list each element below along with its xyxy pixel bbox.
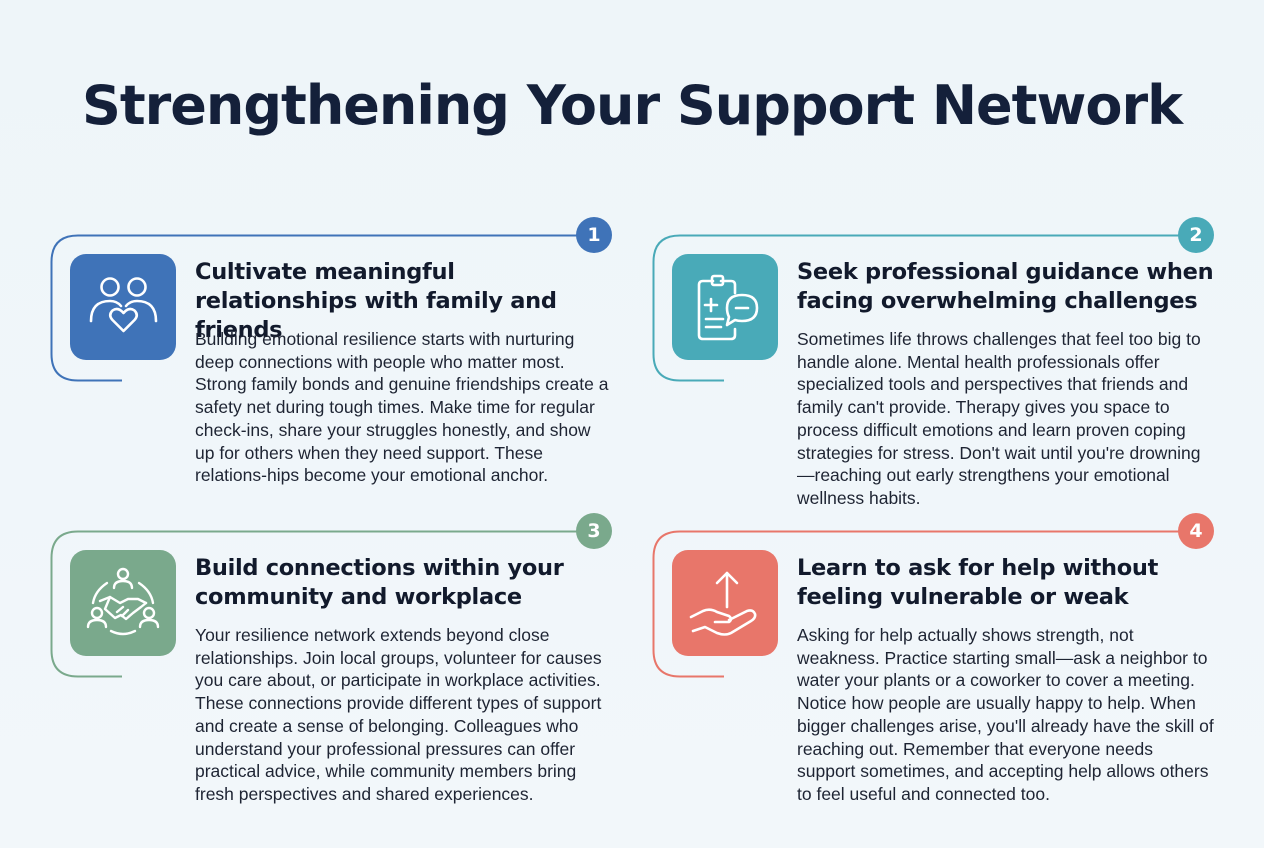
card-bracket	[652, 530, 1180, 678]
icon-tile	[672, 254, 778, 360]
card-3: 3 Build connections within your communit…	[50, 513, 620, 810]
card-body: Asking for help actually shows strength,…	[797, 625, 1214, 804]
card-1: 1 Cultivate meaningful relationships wit…	[50, 217, 620, 514]
page-title: Strengthening Your Support Network	[81, 74, 1183, 137]
people-heart-icon	[89, 277, 158, 333]
card-bracket	[652, 234, 1180, 382]
card-bracket	[50, 530, 578, 678]
card-heading: Build connections within your community …	[195, 555, 564, 610]
step-number-badge: 1	[576, 217, 612, 253]
card-2: 2 Seek professional guidance when facing…	[652, 217, 1222, 514]
card-bracket	[50, 234, 578, 382]
icon-tile	[672, 550, 778, 656]
step-number-badge: 2	[1178, 217, 1214, 253]
card-body: Building emotional resilience starts wit…	[195, 329, 609, 486]
card-body: Your resilience network extends beyond c…	[195, 625, 602, 804]
card-4: 4 Learn to ask for help without feeling …	[652, 513, 1222, 810]
icon-tile	[70, 550, 176, 656]
icon-tile	[70, 254, 176, 360]
card-heading: Learn to ask for help without feeling vu…	[797, 555, 1159, 610]
open-hand-arrow-icon	[689, 571, 757, 636]
clipboard-chat-icon	[697, 274, 759, 341]
handshake-community-icon	[86, 567, 160, 636]
card-body: Sometimes life throws challenges that fe…	[797, 329, 1201, 508]
step-number-badge: 4	[1178, 513, 1214, 549]
card-heading: Seek professional guidance when facing o…	[797, 259, 1214, 314]
card-heading: Cultivate meaningful relationships with …	[195, 259, 557, 343]
step-number-badge: 3	[576, 513, 612, 549]
